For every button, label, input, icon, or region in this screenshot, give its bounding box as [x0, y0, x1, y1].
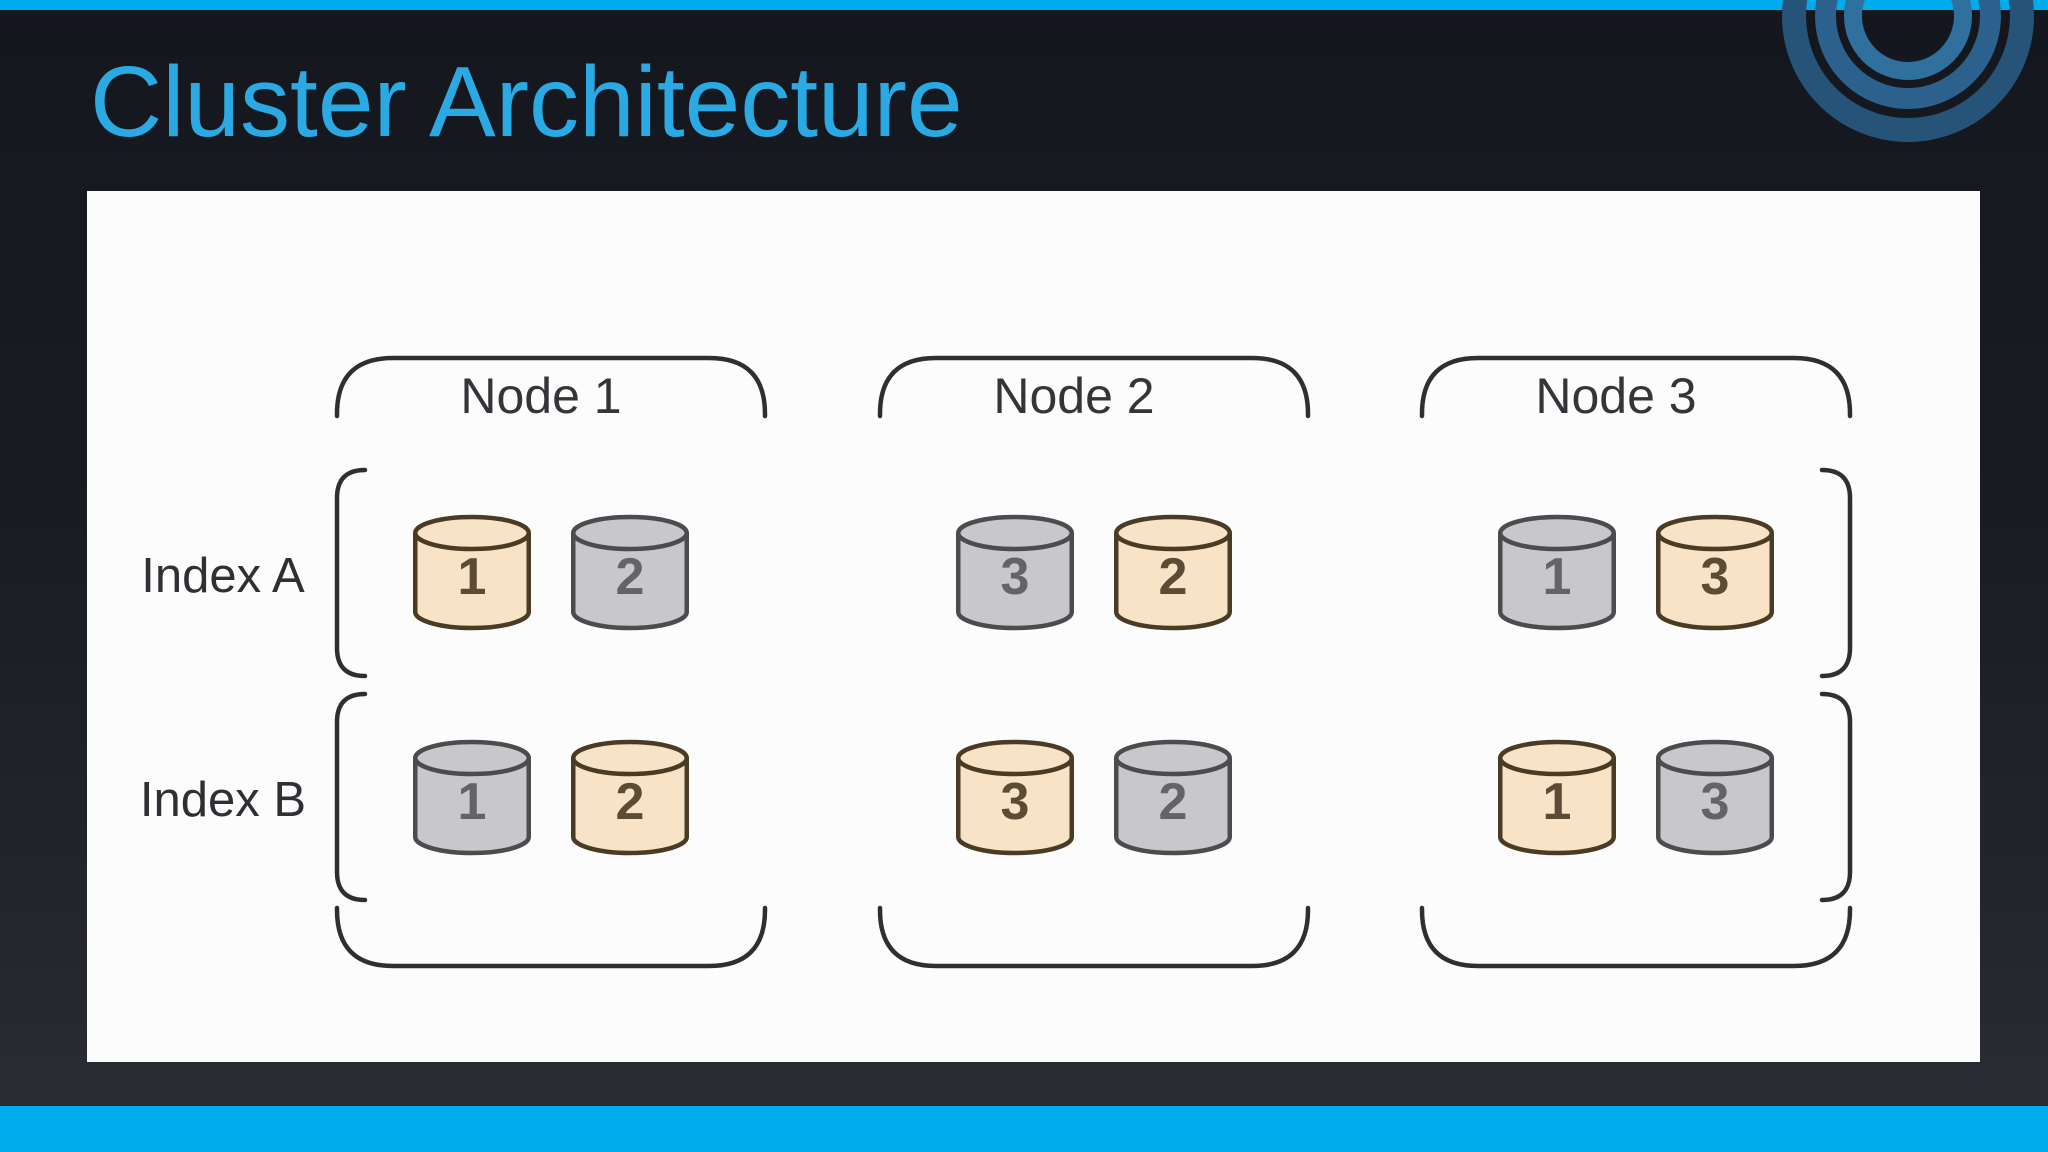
shard-cylinder: 1 — [413, 514, 531, 631]
cylinder-top — [1656, 739, 1774, 777]
cylinder-body — [956, 533, 1074, 631]
index-label-b: Index B — [139, 773, 307, 827]
cylinder-top — [413, 514, 531, 552]
node-label-2: Node 2 — [993, 368, 1155, 424]
shard-number: 1 — [458, 773, 487, 831]
shard-cylinder: 2 — [1114, 739, 1232, 856]
shard-cylinder: 1 — [413, 739, 531, 856]
shard-number: 3 — [1701, 773, 1730, 831]
cylinder-body — [413, 758, 531, 856]
shard-cylinder: 3 — [1656, 739, 1774, 856]
top-accent-bar — [0, 0, 2048, 10]
cylinder-body — [956, 758, 1074, 856]
node-bottom-outline — [1419, 905, 1853, 969]
shard-cylinder: 2 — [571, 739, 689, 856]
shard-number: 2 — [1159, 548, 1188, 606]
cylinder-body — [1114, 533, 1232, 631]
shard-cylinder: 2 — [571, 514, 689, 631]
cylinder-body — [413, 533, 531, 631]
node-top-outline — [877, 355, 1311, 419]
cylinder-body — [1656, 533, 1774, 631]
node-bottom-outline — [334, 905, 768, 969]
cylinder-top — [1114, 514, 1232, 552]
shard-cylinder: 3 — [956, 514, 1074, 631]
cylinder-top — [956, 514, 1074, 552]
index-bracket-left — [334, 467, 368, 679]
cylinder-top — [956, 739, 1074, 777]
index-label-a: Index A — [141, 549, 305, 603]
cylinder-top — [571, 514, 689, 552]
shard-number: 1 — [1543, 548, 1572, 606]
shard-cylinder: 3 — [956, 739, 1074, 856]
shard-cylinder: 2 — [1114, 514, 1232, 631]
cylinder-top — [1498, 514, 1616, 552]
bottom-accent-bar — [0, 1106, 2048, 1152]
shard-cylinder: 1 — [1498, 514, 1616, 631]
index-bracket-right — [1819, 691, 1853, 903]
slide-title: Cluster Architecture — [90, 46, 963, 158]
shard-cylinder: 3 — [1656, 514, 1774, 631]
node-label-3: Node 3 — [1535, 368, 1697, 424]
shard-number: 3 — [1001, 773, 1030, 831]
cylinder-top — [1656, 514, 1774, 552]
node-bottom-outline — [877, 905, 1311, 969]
index-bracket-right — [1819, 467, 1853, 679]
cylinder-body — [1498, 533, 1616, 631]
node-label-1: Node 1 — [460, 368, 622, 424]
shard-number: 2 — [1159, 773, 1188, 831]
shard-number: 1 — [458, 548, 487, 606]
cylinder-top — [571, 739, 689, 777]
cylinder-body — [1498, 758, 1616, 856]
cylinder-body — [571, 533, 689, 631]
shard-number: 2 — [616, 548, 645, 606]
shard-number: 3 — [1701, 548, 1730, 606]
shard-cylinder: 1 — [1498, 739, 1616, 856]
cylinder-body — [1114, 758, 1232, 856]
cylinder-body — [571, 758, 689, 856]
shard-number: 2 — [616, 773, 645, 831]
cylinder-top — [1498, 739, 1616, 777]
cylinder-top — [413, 739, 531, 777]
shard-number: 3 — [1001, 548, 1030, 606]
shard-number: 1 — [1543, 773, 1572, 831]
node-top-outline — [334, 355, 768, 419]
cylinder-body — [1656, 758, 1774, 856]
index-bracket-left — [334, 691, 368, 903]
cylinder-top — [1114, 739, 1232, 777]
node-top-outline — [1419, 355, 1853, 419]
